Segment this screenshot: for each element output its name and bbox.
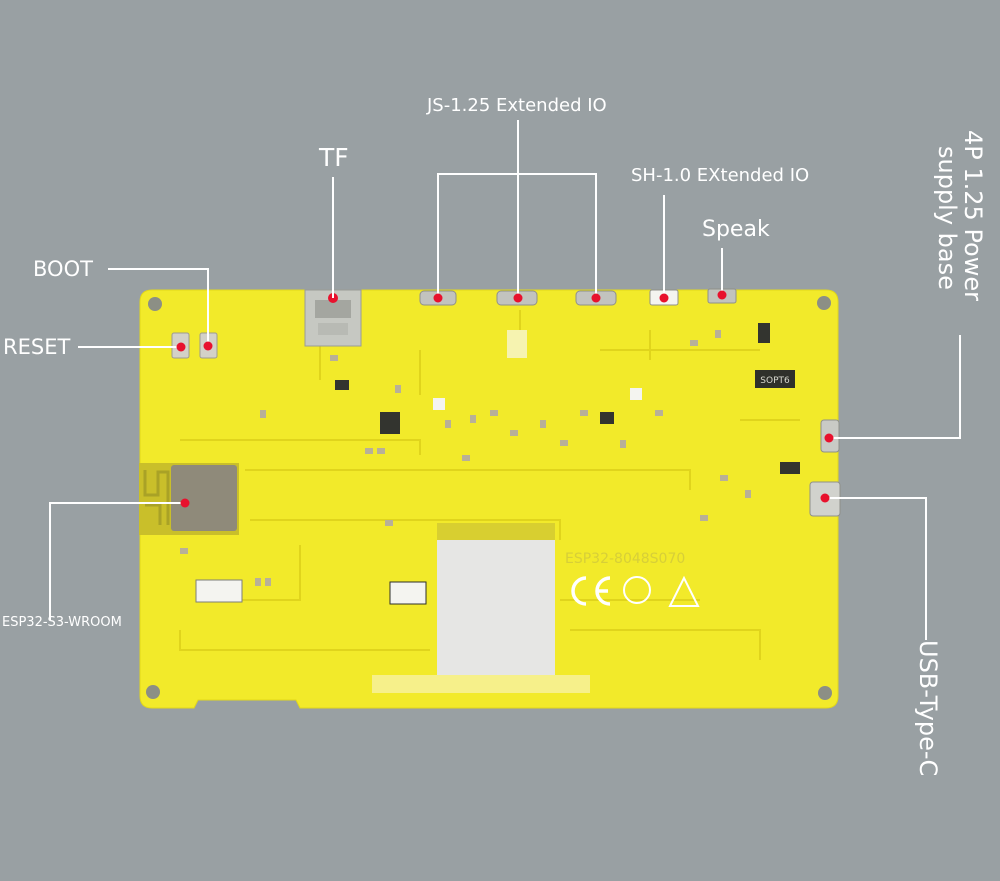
label-js-extended-io: JS-1.25 Extended IO [427, 95, 607, 116]
markers [176, 290, 834, 508]
flex-cable-area [437, 540, 555, 675]
rohs-mark [623, 576, 651, 604]
sop-chip [755, 370, 795, 388]
tf-slot [304, 289, 362, 347]
marker-dot [591, 293, 601, 303]
ic-chip [380, 412, 400, 434]
mount-hole [818, 686, 832, 700]
esp32-module [139, 463, 239, 535]
board-model-marking: ESP32-8048S070 [565, 551, 685, 567]
marker-dot [717, 290, 727, 300]
label-tf: TF [319, 143, 349, 172]
label-speak: Speak [702, 217, 770, 242]
flex-tab [372, 675, 590, 693]
ce-mark [571, 576, 587, 606]
marker-dot [433, 293, 443, 303]
marker-dot [824, 433, 834, 443]
label-sh-extended-io: SH-1.0 EXtended IO [631, 165, 810, 186]
pcb-board: SOPT6 ESP32-8048S070 [139, 288, 841, 709]
label-reset: RESET [3, 335, 71, 359]
label-usb-type-c: USB-Type-C [914, 640, 942, 777]
label-boot: BOOT [33, 257, 93, 281]
label-power-line2: supply base [933, 146, 961, 290]
label-power-line1: 4P 1.25 Power [959, 130, 987, 301]
label-esp32-module: ESP32-S3-WROOM [2, 615, 122, 630]
marker-dot [176, 342, 186, 352]
board-markings: ESP32-8048S070 [565, 551, 700, 607]
mount-hole [817, 296, 831, 310]
fpc-connector [195, 579, 243, 603]
mount-hole [146, 685, 160, 699]
leader-lines [49, 120, 961, 640]
marker-dot [203, 341, 213, 351]
sop-chip-marking: SOPT6 [760, 376, 790, 386]
marker-dot [659, 293, 669, 303]
flex-header [437, 523, 555, 543]
fpc-connector [389, 581, 427, 605]
mount-hole [148, 297, 162, 311]
marker-dot [513, 293, 523, 303]
marker-dot [180, 498, 190, 508]
marker-dot [820, 493, 830, 503]
warning-mark [668, 575, 700, 607]
